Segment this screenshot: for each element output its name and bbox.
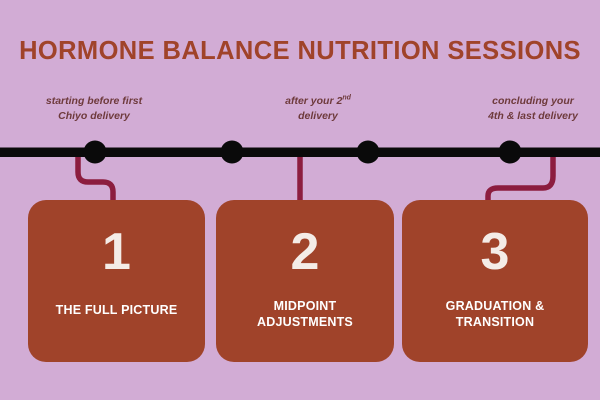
timeline-dot-4	[498, 140, 522, 164]
connector-line-1	[75, 152, 116, 203]
page-title: HORMONE BALANCE NUTRITION SESSIONS	[19, 37, 581, 65]
session-card-1[interactable]: 1 THE FULL PICTURE	[28, 200, 205, 362]
session-card-2[interactable]: 2 MIDPOINT ADJUSTMENTS	[216, 200, 394, 362]
annotation-2-line2: delivery	[298, 110, 338, 122]
annotation-1-line1: starting before first	[45, 95, 143, 107]
annotation-3-line1: concluding your	[492, 95, 574, 107]
connector-line-3	[485, 152, 556, 203]
session-card-1-number: 1	[102, 223, 131, 281]
annotation-1-line2: Chiyo delivery	[58, 110, 130, 122]
session-card-3-label-line2: TRANSITION	[455, 315, 535, 329]
session-card-1-label-line1: THE FULL PICTURE	[55, 303, 178, 317]
annotation-2-ordinal-suffix: nd	[342, 94, 351, 102]
session-card-3-label-line1: GRADUATION &	[445, 299, 545, 313]
annotation-session-3: concluding your 4th & last delivery	[470, 94, 596, 124]
session-card-3-number: 3	[480, 223, 510, 281]
annotation-session-2: after your 2nd delivery	[258, 94, 378, 124]
session-card-2-label-line1: MIDPOINT	[273, 299, 337, 313]
session-card-3-label: GRADUATION & TRANSITION	[436, 298, 555, 330]
annotation-session-1: starting before first Chiyo delivery	[14, 94, 174, 124]
session-card-2-label-line2: ADJUSTMENTS	[257, 315, 353, 329]
timeline-dot-3	[356, 140, 380, 164]
annotation-3-line2: 4th & last delivery	[488, 110, 578, 122]
timeline-bar	[0, 147, 600, 157]
session-card-2-label: MIDPOINT ADJUSTMENTS	[247, 298, 363, 330]
timeline-dot-2	[220, 140, 244, 164]
session-card-3[interactable]: 3 GRADUATION & TRANSITION	[402, 200, 588, 362]
session-card-1-label: THE FULL PICTURE	[46, 302, 188, 318]
session-card-2-number: 2	[290, 223, 320, 281]
timeline-dot-1	[83, 140, 107, 164]
annotation-2-line1: after your 2	[285, 95, 343, 107]
